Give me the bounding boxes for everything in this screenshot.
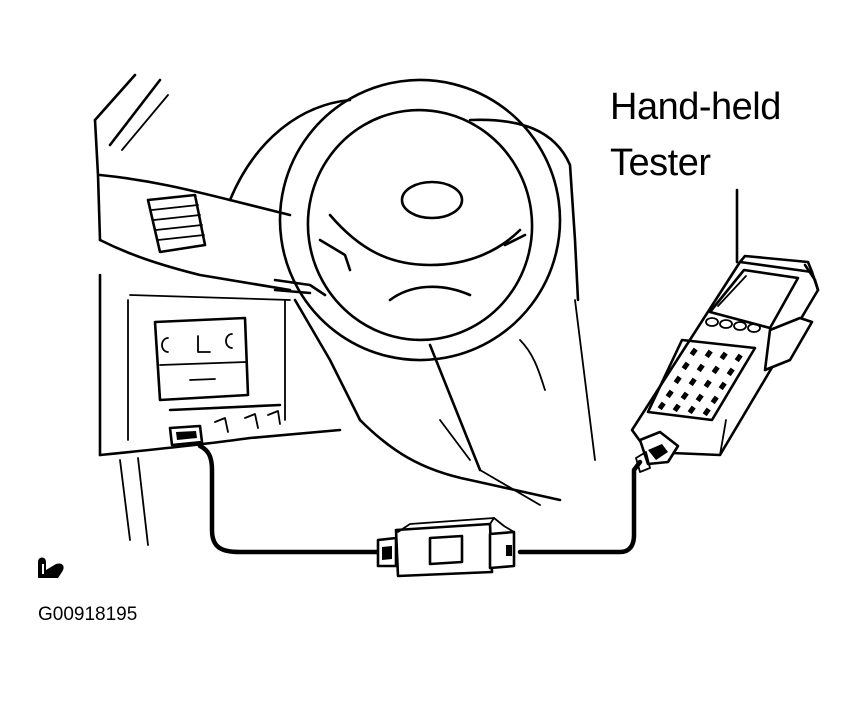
tester-label-line2: Tester [610,142,711,184]
diagnostic-cable [197,443,643,555]
steering-wheel [278,78,562,362]
keypad [657,347,743,417]
dlc-connector [168,424,204,447]
dashboard-panel [98,98,580,457]
cable-adapter [376,517,516,578]
steering-column [273,278,562,502]
air-vent [146,193,207,254]
pointer-hand-icon [38,557,64,578]
figure-id: G00918195 [38,604,138,625]
floor-area [439,299,596,506]
windshield-frame [93,73,169,242]
lower-panel [119,403,282,546]
tester-label-line1: Hand-held [610,86,781,128]
hand-held-tester [630,254,820,473]
switch-cluster [153,316,250,402]
